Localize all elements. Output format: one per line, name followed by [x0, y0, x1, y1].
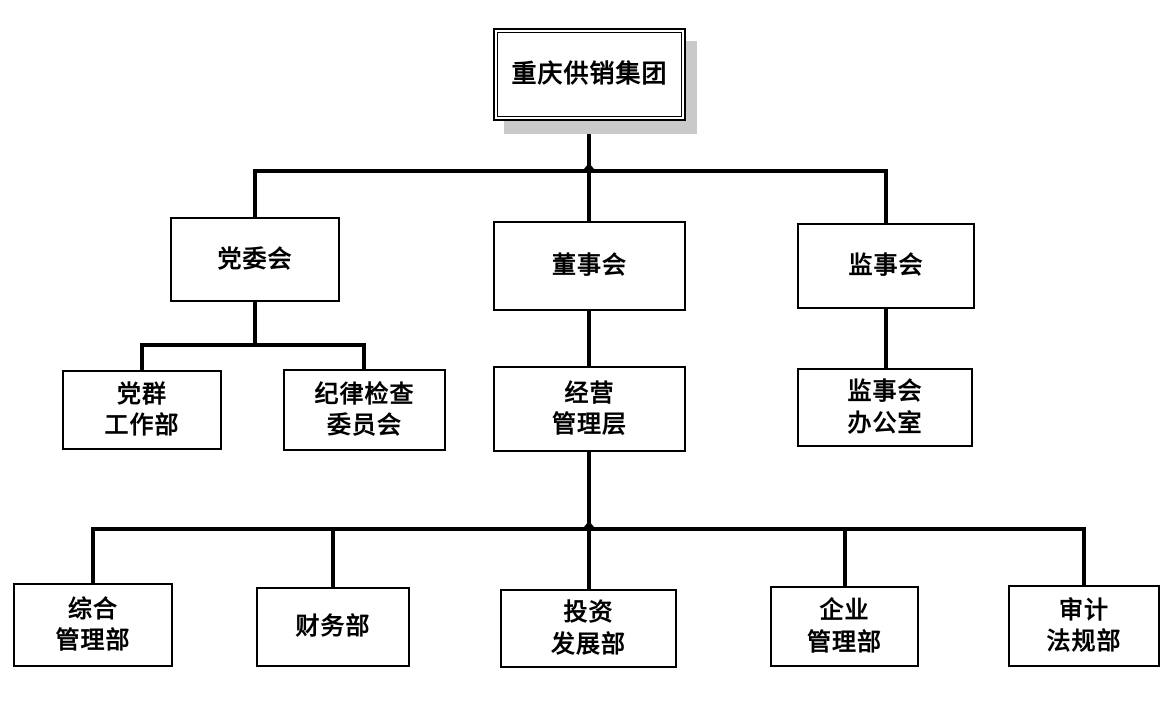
org-node-supervisory-board-office: 监事会 办公室	[797, 368, 973, 447]
org-node-label: 经营	[564, 378, 615, 407]
org-node-label: 管理层	[552, 410, 627, 438]
org-node-label: 企业	[819, 596, 870, 625]
connector-to-discipline-inspection	[362, 343, 366, 369]
org-node-label: 纪律检查	[314, 379, 415, 408]
org-node-finance-dept: 财务部	[256, 587, 410, 667]
org-node-discipline-inspection-committee: 纪律检查 委员会	[283, 369, 446, 451]
org-node-label: 工作部	[104, 411, 180, 439]
org-node-label: 财务部	[295, 612, 371, 641]
connector-to-party-committee	[253, 169, 257, 217]
connector-party-children-horizontal	[140, 343, 366, 347]
org-node-label: 董事会	[552, 251, 627, 280]
junction-arrow-bottom	[583, 521, 595, 528]
org-node-label: 发展部	[551, 629, 626, 658]
org-node-label: 重庆供销集团	[511, 59, 668, 89]
connector-operating-stem	[587, 452, 591, 589]
org-node-investment-development-dept: 投资 发展部	[500, 589, 677, 668]
org-node-general-management-dept: 综合 管理部	[13, 583, 173, 667]
org-node-label: 管理部	[55, 626, 131, 654]
junction-arrow-top	[583, 163, 595, 170]
org-node-label: 办公室	[847, 408, 923, 437]
org-node-party-committee: 党委会	[170, 217, 340, 302]
org-node-operating-management: 经营 管理层	[493, 366, 686, 452]
org-node-party-mass-work-dept: 党群 工作部	[62, 370, 222, 450]
org-node-label: 审计	[1059, 595, 1109, 624]
connector-to-general-management	[91, 527, 95, 583]
org-node-label: 党群	[117, 379, 167, 408]
org-node-label: 监事会	[848, 251, 924, 280]
connector-level1-horizontal	[253, 169, 888, 173]
org-node-label: 投资	[563, 598, 614, 627]
connector-to-party-mass-work-dept	[140, 343, 144, 370]
org-node-audit-legal-dept: 审计 法规部	[1008, 585, 1160, 667]
connector-to-supervisory-board	[884, 169, 888, 223]
org-node-supervisory-board: 监事会	[797, 223, 975, 309]
connector-board-to-operating	[587, 311, 591, 366]
org-node-label: 委员会	[327, 411, 402, 439]
connector-to-enterprise-management	[843, 527, 847, 586]
org-node-root: 重庆供销集团	[493, 28, 686, 121]
connector-to-audit-legal	[1082, 527, 1086, 585]
connector-supervisory-to-office	[884, 309, 888, 368]
connector-to-finance	[331, 527, 335, 587]
org-node-label: 管理部	[807, 627, 882, 656]
org-node-label: 法规部	[1046, 627, 1122, 655]
org-node-label: 综合	[68, 594, 118, 623]
connector-party-committee-stem	[253, 302, 257, 347]
connector-departments-horizontal	[91, 527, 1086, 531]
org-node-enterprise-management-dept: 企业 管理部	[770, 586, 919, 667]
org-node-label: 监事会	[847, 377, 923, 406]
org-node-board-of-directors: 董事会	[493, 221, 686, 311]
org-node-label: 党委会	[217, 244, 293, 273]
